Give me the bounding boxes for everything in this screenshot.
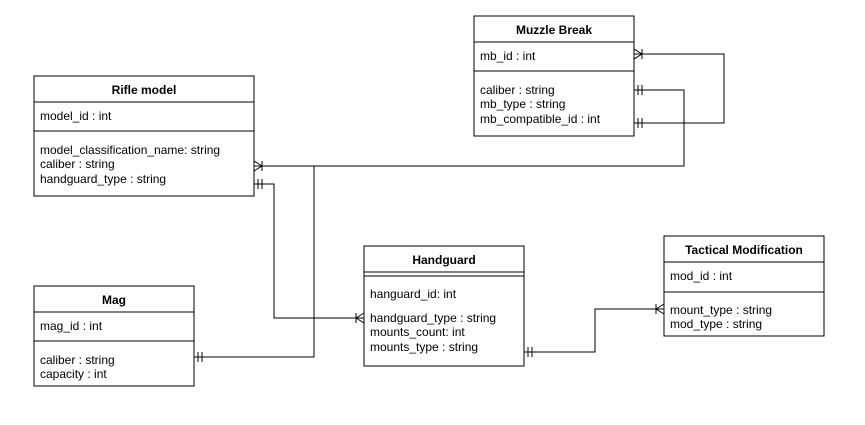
one-marker-rifle-handguard-type — [257, 179, 263, 189]
attribute: mod_type : string — [670, 317, 762, 331]
entity-rifle-model[interactable]: Rifle model model_id : int model_classif… — [33, 75, 255, 197]
one-marker-mag-caliber — [197, 352, 203, 362]
attribute: caliber : string — [40, 157, 115, 171]
attribute: model_classification_name: string — [40, 143, 220, 157]
key-field: hanguard_id: int — [370, 287, 457, 301]
connector-mb-caliber-rifle — [254, 89, 685, 167]
entity-title: Muzzle Break — [516, 23, 592, 37]
attribute: mount_type : string — [670, 303, 772, 317]
one-marker-mb-caliber — [637, 85, 643, 95]
entity-muzzle-break[interactable]: Muzzle Break mb_id : int caliber : strin… — [473, 15, 635, 137]
connector-rifle-handguard — [254, 183, 364, 319]
attribute: mb_type : string — [480, 97, 565, 111]
attribute: mounts_type : string — [370, 340, 478, 354]
one-marker-handguard-mounts-type — [527, 347, 533, 357]
key-field: mod_id : int — [670, 269, 733, 283]
attribute: caliber : string — [480, 83, 555, 97]
connector-mag-caliber-rifle — [194, 166, 315, 358]
entity-title: Tactical Modification — [685, 243, 803, 257]
crow-foot-many-mount-type — [655, 303, 665, 315]
entity-title: Mag — [102, 293, 126, 307]
entity-mag[interactable]: Mag mag_id : int caliber : string capaci… — [33, 285, 195, 387]
connector-handguard-tactical — [524, 308, 664, 353]
one-marker-mb-compatible-id — [637, 118, 643, 128]
crow-foot-many-mb-id — [633, 48, 643, 60]
connector-mb-self — [634, 53, 725, 124]
attribute: mounts_count: int — [370, 325, 465, 339]
attribute: capacity : int — [40, 367, 107, 381]
entity-title: Rifle model — [112, 83, 177, 97]
attribute: caliber : string — [40, 353, 115, 367]
crow-foot-many-rifle-caliber — [253, 160, 263, 172]
entity-title: Handguard — [412, 253, 475, 267]
attribute: handguard_type : string — [40, 172, 166, 186]
key-field: mb_id : int — [480, 49, 536, 63]
key-field: mag_id : int — [40, 319, 103, 333]
entity-tactical-modification[interactable]: Tactical Modification mod_id : int mount… — [663, 235, 825, 337]
attribute: handguard_type : string — [370, 311, 496, 325]
crow-foot-many-handguard-type — [355, 312, 365, 324]
attribute: mb_compatible_id : int — [480, 112, 601, 126]
key-field: model_id : int — [40, 109, 112, 123]
entity-handguard[interactable]: Handguard hanguard_id: int handguard_typ… — [363, 245, 525, 367]
